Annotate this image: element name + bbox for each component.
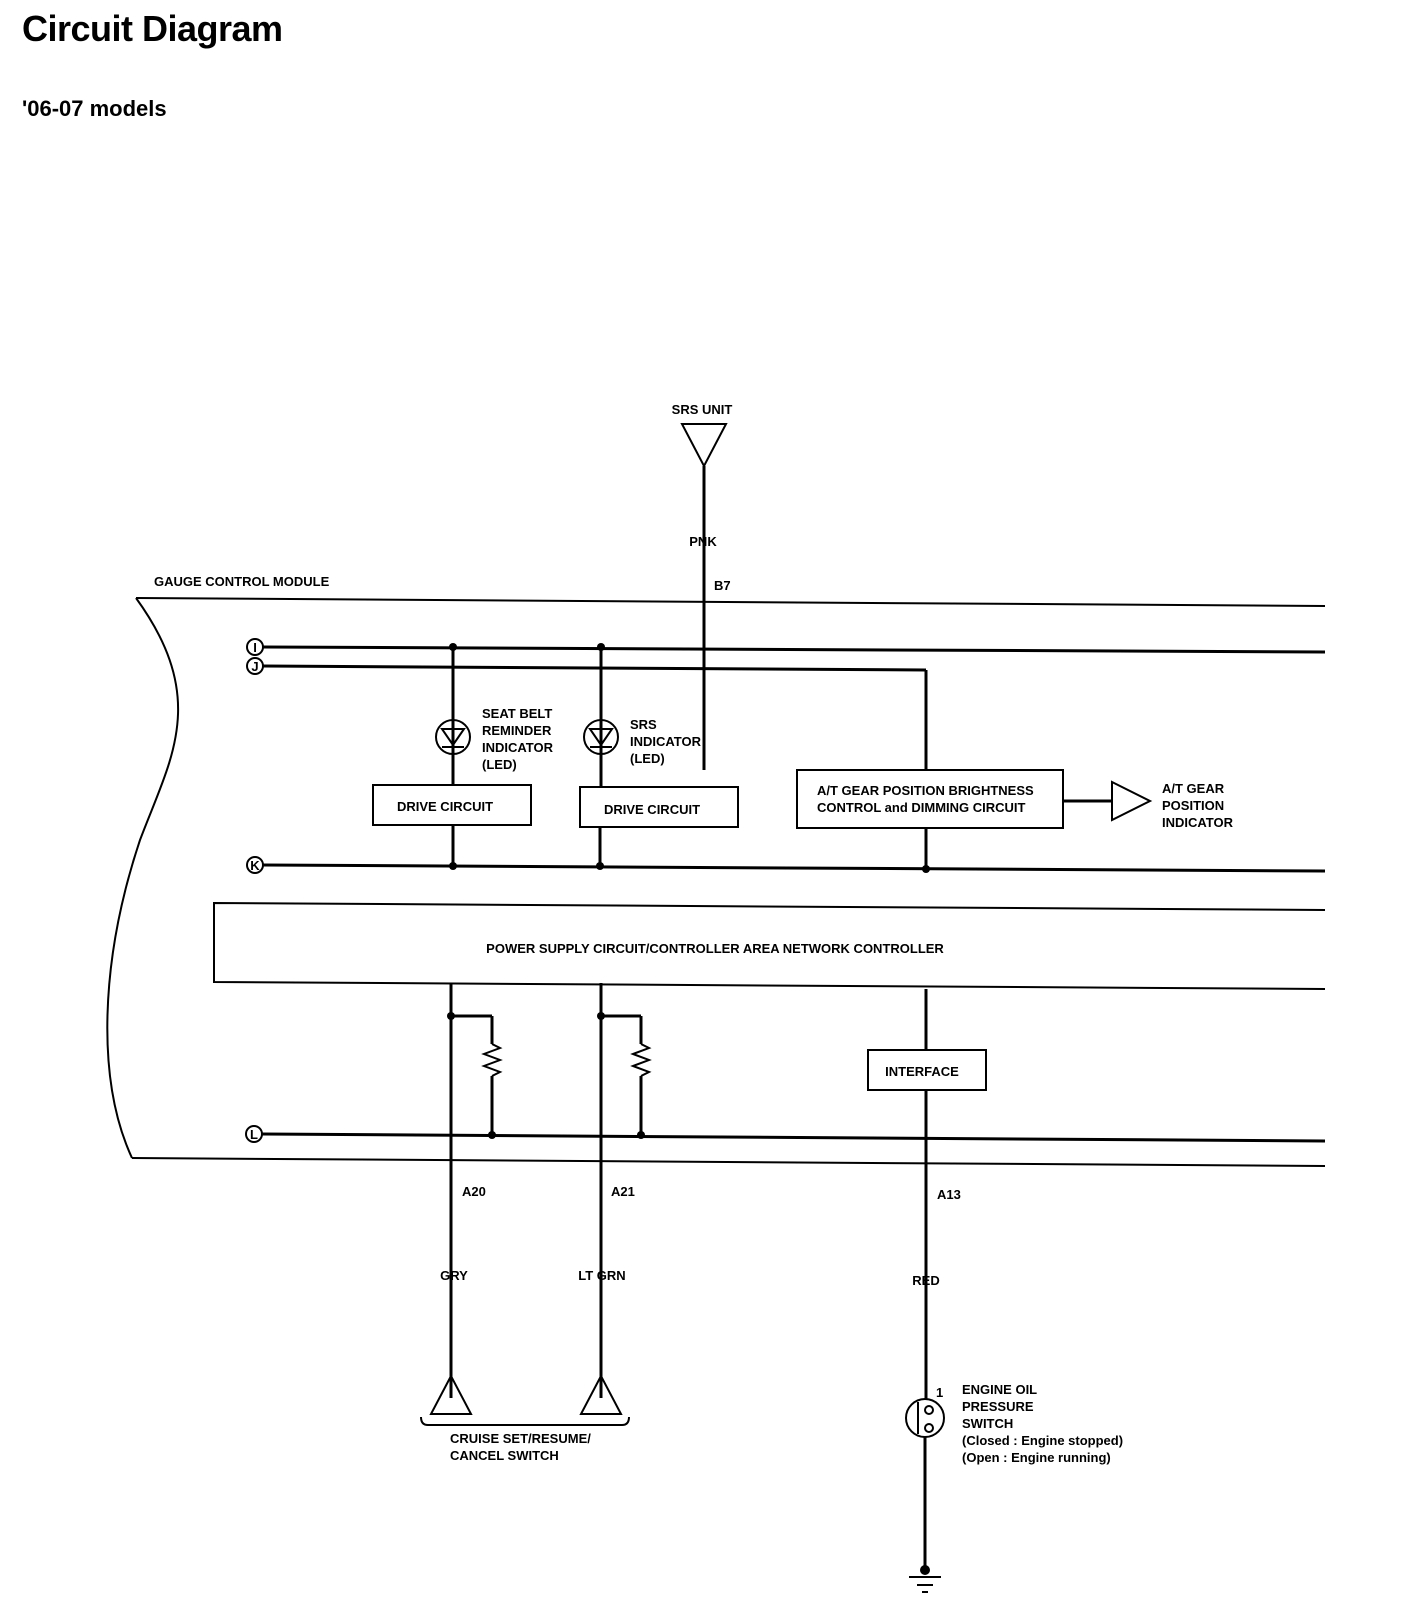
page-subtitle: '06-07 models: [22, 96, 167, 121]
drive-circuit-label-1: DRIVE CIRCUIT: [397, 799, 493, 814]
ground-point: [920, 1565, 930, 1575]
power-supply-can-label: POWER SUPPLY CIRCUIT/CONTROLLER AREA NET…: [486, 941, 944, 956]
red-wire-color-label: RED: [912, 1273, 939, 1288]
terminal-l-label: L: [250, 1127, 258, 1142]
srs-diode-icon: [588, 728, 614, 748]
resistor-2-icon: [630, 1043, 652, 1077]
interface-box: [867, 1049, 987, 1091]
module-bottom-border: [131, 1157, 1326, 1167]
engine-oil-pressure-switch-label: ENGINE OIL PRESSURE SWITCH (Closed : Eng…: [962, 1382, 1127, 1465]
drive-circuit-label-2: DRIVE CIRCUIT: [604, 802, 700, 817]
srs-indicator-label: SRS INDICATOR (LED): [630, 717, 705, 766]
bus-i-line: [262, 645, 1326, 654]
terminal-a20-label: A20: [462, 1184, 486, 1199]
pnk-wire-color-label: PNK: [689, 534, 717, 549]
oil-pressure-switch-icon: [905, 1398, 945, 1438]
cruise-connector-2-icon: [579, 1373, 623, 1415]
drive-circuit-box-1: [372, 784, 532, 826]
switch-contact-icon: [924, 1405, 934, 1415]
module-left-border: [106, 597, 180, 1159]
junction-dot: [596, 862, 604, 870]
lt-grn-wire-color-label: LT GRN: [578, 1268, 625, 1283]
junction-dot: [922, 865, 930, 873]
gry-wire-color-label: GRY: [440, 1268, 468, 1283]
srs-unit-connector-icon: [680, 423, 728, 469]
power-supply-can-box: [213, 901, 1326, 990]
bus-l-line: [261, 1132, 1326, 1143]
terminal-k-label: K: [250, 858, 260, 873]
terminal-a21-label: A21: [611, 1184, 635, 1199]
module-top-border: [135, 597, 1326, 607]
cruise-switch-label: CRUISE SET/RESUME/ CANCEL SWITCH: [450, 1431, 594, 1463]
seat-belt-diode-icon: [440, 728, 466, 748]
srs-unit-label: SRS UNIT: [672, 402, 733, 417]
seat-belt-led-icon: [435, 719, 471, 755]
bus-k-line: [262, 863, 1326, 873]
interface-label: INTERFACE: [885, 1064, 959, 1079]
at-gear-indicator-label: A/T GEAR POSITION INDICATOR: [1162, 781, 1234, 830]
cruise-connector-1-icon: [429, 1373, 473, 1415]
terminal-j-label: J: [251, 659, 258, 674]
cruise-switch-bracket: [420, 1416, 630, 1426]
gauge-control-module-label: GAUGE CONTROL MODULE: [154, 574, 330, 589]
terminal-i-label: I: [253, 640, 257, 655]
at-gear-dimming-label: A/T GEAR POSITION BRIGHTNESS CONTROL and…: [817, 783, 1037, 815]
resistor-1-icon: [481, 1043, 503, 1077]
bus-j-line: [262, 664, 927, 672]
drive-circuit-box-2: [579, 786, 739, 828]
page-title: Circuit Diagram: [22, 8, 283, 49]
seat-belt-indicator-label: SEAT BELT REMINDER INDICATOR (LED): [482, 706, 557, 772]
at-gear-indicator-arrow-icon: [1111, 780, 1153, 822]
junction-dot: [449, 862, 457, 870]
terminal-b7-label: B7: [714, 578, 731, 593]
srs-led-icon: [583, 719, 619, 755]
switch-contact-icon: [924, 1423, 934, 1433]
at-gear-dimming-box: [796, 769, 1064, 829]
terminal-a13-label: A13: [937, 1187, 961, 1202]
pin-1-label: 1: [936, 1385, 943, 1400]
